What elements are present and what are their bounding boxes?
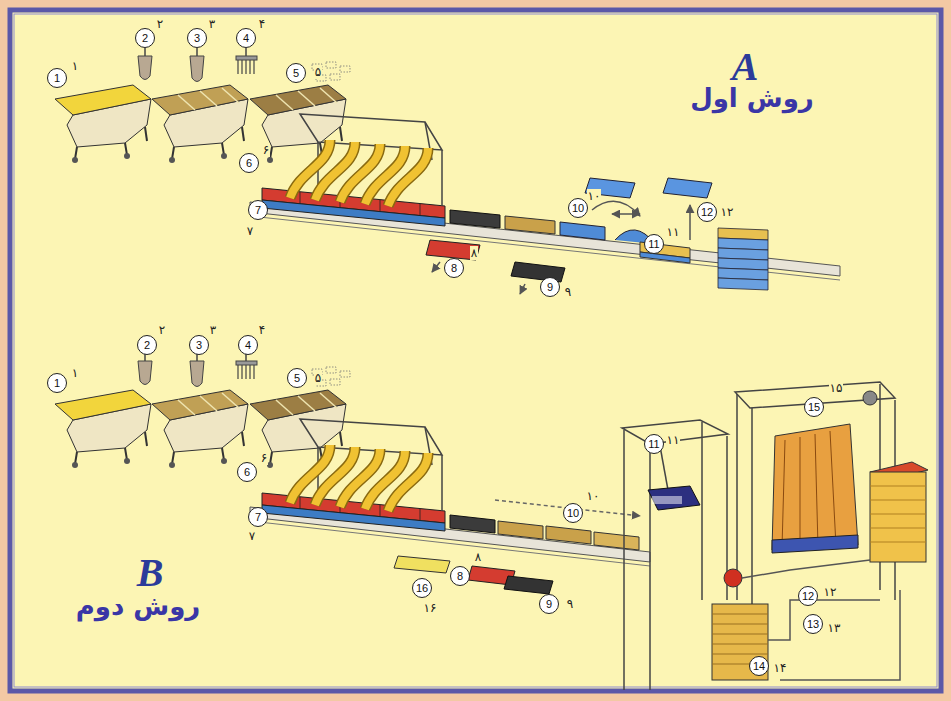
callout-number: 10 [572,203,584,214]
callout-circle: 9 [539,594,559,614]
callout-label: ۲ [158,323,166,337]
callout-label: ۱۱ [666,225,681,239]
callout-circle: 3 [189,335,209,355]
callout-circle: 1 [47,373,67,393]
callout-circle: 11 [644,234,664,254]
callout-label: ۷ [246,224,254,238]
method-heading: روش دوم [76,591,201,621]
callout-number: 14 [753,661,765,672]
callout-number: 13 [807,619,819,630]
callout-label: ۹ [566,597,574,611]
callout-circle: 4 [236,28,256,48]
callout-label: ۱۵ [829,381,844,395]
callout-label: ۶ [262,143,270,157]
callout-label: ۱ [71,366,79,380]
callout-circle: 2 [135,28,155,48]
callout-number: 2 [142,33,148,44]
callout-circle: 12 [697,202,717,222]
callout-label: ۲ [156,17,164,31]
callout-circle: 5 [287,368,307,388]
callout-number: 12 [802,591,814,602]
callout-number: 9 [546,599,552,610]
callout-number: 4 [243,33,249,44]
method-heading: A [732,43,759,90]
method-heading: روش اول [690,83,814,113]
callout-circle: 4 [238,335,258,355]
callout-number: 16 [416,583,428,594]
callout-label: ۱۲ [720,205,735,219]
callout-number: 15 [808,402,820,413]
callout-label: ۶ [260,451,268,465]
callout-number: 10 [567,508,579,519]
callout-circle: 8 [444,258,464,278]
callout-label: ۹ [564,285,572,299]
callout-circle: 15 [804,397,824,417]
callout-number: 6 [246,158,252,169]
callout-label: ۸ [474,550,482,564]
callout-number: 12 [701,207,713,218]
callout-label: ۷ [248,529,256,543]
callout-circle: 1 [47,68,67,88]
callout-number: 8 [457,571,463,582]
callout-circle: 16 [412,578,432,598]
callout-circle: 10 [568,198,588,218]
method-heading: B [137,549,164,596]
callout-circle: 7 [248,200,268,220]
callout-circle: 13 [803,614,823,634]
callout-number: 3 [194,33,200,44]
callout-number: 1 [54,378,60,389]
callout-number: 8 [451,263,457,274]
callout-label: ۱۲ [823,585,838,599]
callout-label: ۳ [208,17,216,31]
callout-circle: 6 [239,153,259,173]
callout-number: 3 [196,340,202,351]
callout-circle: 14 [749,656,769,676]
callout-number: 11 [648,239,659,250]
callout-number: 6 [244,467,250,478]
callout-number: 5 [293,68,299,79]
callout-label: ۸ [470,246,478,260]
callout-label: ۱۰ [586,489,601,503]
callout-label: ۱۶ [423,601,438,615]
callout-label: ۱۰ [587,189,602,203]
callout-number: 11 [648,439,659,450]
callout-label: ۱۳ [827,621,842,635]
callout-number: 1 [54,73,60,84]
callout-circle: 5 [286,63,306,83]
callout-circle: 9 [540,277,560,297]
callout-label: ۵ [314,65,322,79]
callout-label: ۵ [314,371,322,385]
callout-number: 2 [144,340,150,351]
callout-label: ۱۱ [666,433,681,447]
callout-number: 4 [245,340,251,351]
callout-label: ۱۴ [773,661,788,675]
callout-circle: 10 [563,503,583,523]
callout-circle: 2 [137,335,157,355]
callout-circle: 6 [237,462,257,482]
callout-label: ۴ [258,17,266,31]
callout-circle: 12 [798,586,818,606]
callout-number: 5 [294,373,300,384]
callout-number: 7 [255,205,261,216]
callout-label: ۱ [71,59,79,73]
callout-circle: 7 [248,507,268,527]
callout-label: ۴ [258,323,266,337]
callout-circle: 8 [450,566,470,586]
callout-circle: 3 [187,28,207,48]
callout-number: 9 [547,282,553,293]
callout-number: 7 [255,512,261,523]
callout-label: ۳ [209,323,217,337]
callout-circle: 11 [644,434,664,454]
